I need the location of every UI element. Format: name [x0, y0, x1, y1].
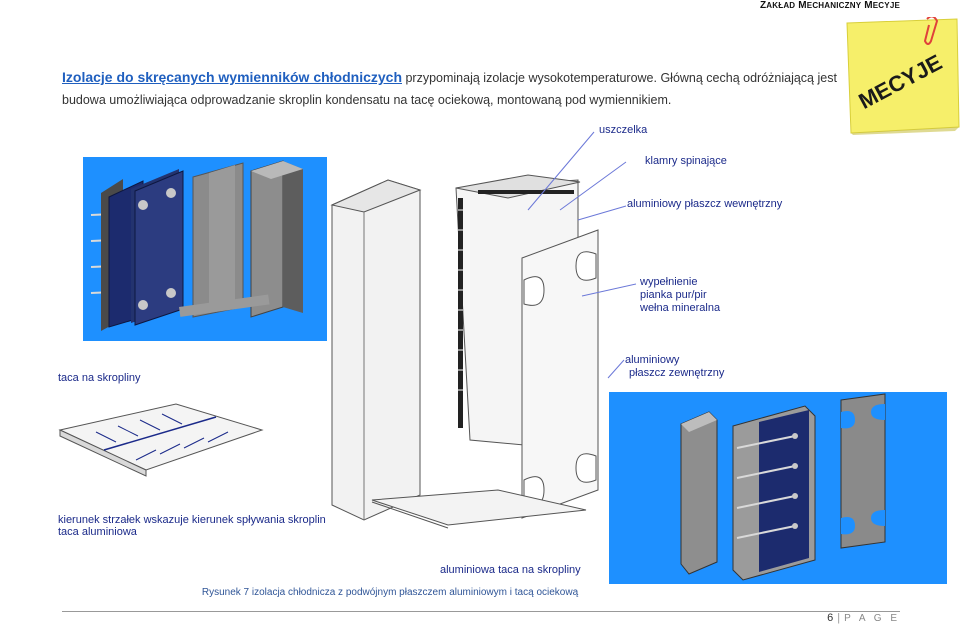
- sticky-note-logo: MECYJE: [846, 17, 960, 135]
- label-wypelnienie-2: pianka pur/pir: [640, 289, 707, 301]
- label-wypelnienie: wypełnienie pianka pur/pir wełna mineral…: [640, 276, 720, 315]
- exchanger-assembled-figure: [609, 392, 947, 584]
- label-plaszcz-zewn: aluminiowy płaszcz zewnętrzny: [625, 354, 724, 380]
- header-akl: AKŁAD: [766, 1, 796, 10]
- page-separator: |: [837, 612, 841, 624]
- label-wypelnienie-1: wypełnienie: [640, 276, 698, 288]
- intro-lead-link[interactable]: Izolacje do skręcanych wymienników chłod…: [62, 69, 402, 85]
- label-aluminiowa-taca: aluminiowa taca na skropliny: [440, 564, 581, 576]
- header-ecyje: ECYJE: [872, 1, 900, 10]
- label-kierunek: kierunek strzałek wskazuje kierunek spły…: [58, 514, 326, 526]
- footer-divider: [62, 611, 900, 612]
- label-taca-na-skropliny: taca na skropliny: [58, 372, 141, 384]
- insulation-assembly-drawing: [330, 174, 599, 529]
- label-plaszcz-zewn-2: płaszcz zewnętrzny: [629, 367, 725, 379]
- header-mech: ECHANICZNY: [806, 1, 862, 10]
- leader-lines: [527, 131, 637, 379]
- label-plaszcz-wewn: aluminiowy płaszcz wewnętrzny: [627, 198, 783, 210]
- figure-caption: Rysunek 7 izolacja chłodnicza z podwójny…: [201, 587, 579, 598]
- page-number-value: 6: [827, 612, 834, 624]
- header-title: ZAKŁAD MECHANICZNY MECYJE: [760, 0, 900, 11]
- page-number: 6|P A G E: [827, 612, 900, 624]
- header-m2: M: [864, 0, 873, 11]
- label-plaszcz-zewn-1: aluminiowy: [625, 354, 680, 366]
- header-z: Z: [759, 0, 767, 11]
- page-word: P A G E: [844, 613, 900, 624]
- label-klamry: klamry spinające: [645, 155, 727, 167]
- label-taca-aluminiowa: taca aluminiowa: [58, 526, 137, 538]
- intro-text: przypominają izolacje wysokotemperaturow…: [62, 71, 837, 107]
- label-uszczelka: uszczelka: [599, 124, 648, 136]
- label-wypelnienie-3: wełna mineralna: [640, 302, 721, 314]
- header-m1: M: [798, 0, 807, 11]
- drip-tray-drawing: [58, 403, 264, 477]
- intro-paragraph: Izolacje do skręcanych wymienników chłod…: [62, 66, 842, 111]
- exchanger-exploded-figure: [83, 157, 327, 341]
